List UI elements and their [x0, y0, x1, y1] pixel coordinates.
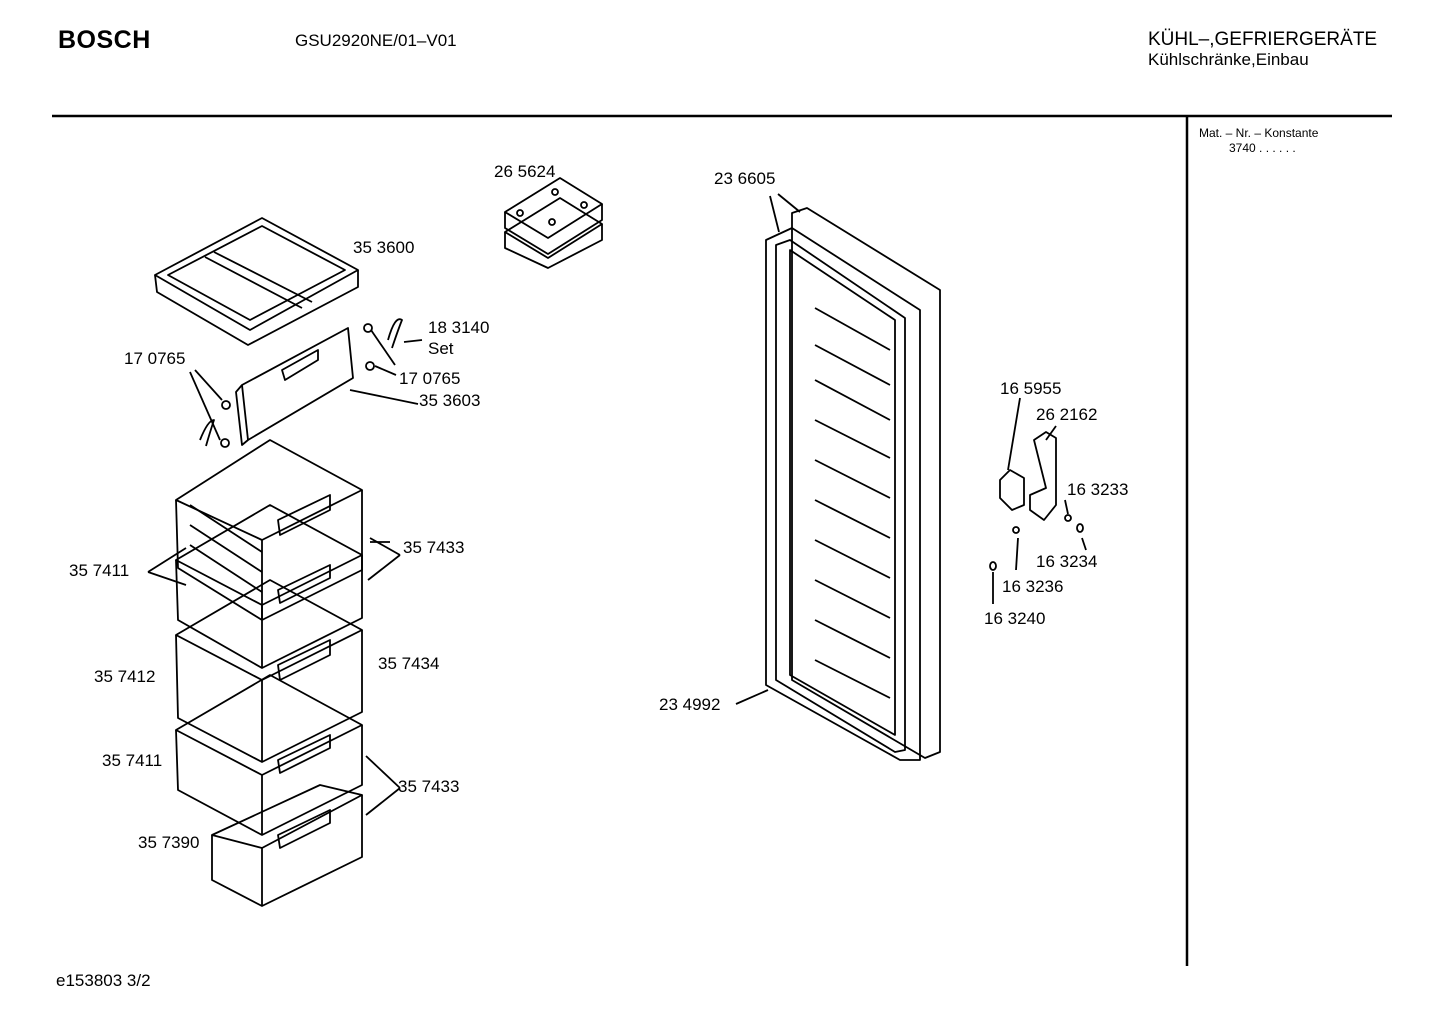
- category-title: KÜHL–,GEFRIERGERÄTE: [1148, 29, 1378, 50]
- part-label-set: Set: [428, 339, 454, 358]
- basket-large-drawing: [175, 579, 363, 763]
- material-number-label: Mat. – Nr. – Konstante: [1199, 126, 1319, 140]
- part-label-flap: 35 3603: [419, 391, 481, 410]
- brand-logo: BOSCH: [58, 26, 151, 54]
- part-label-basket-top: 35 7411: [69, 561, 130, 580]
- part-label-shelf: 35 3600: [353, 238, 415, 257]
- part-label-pin-left: 17 0765: [124, 349, 186, 368]
- basket-second-drawing: [175, 504, 363, 669]
- part-label-hinge: 16 5955: [1000, 379, 1062, 398]
- part-label-pin-right: 17 0765: [399, 369, 461, 388]
- door-drawing: [735, 193, 941, 761]
- bottom-drawer-drawing: [211, 784, 363, 907]
- part-label-basket-large: 35 7412: [94, 667, 156, 686]
- ice-pack-drawing: [504, 177, 603, 269]
- hinge-assembly-drawing: [989, 397, 1087, 604]
- part-label-basket-front-bottom: 35 7433: [398, 777, 460, 796]
- part-label-cap: 16 3240: [984, 609, 1046, 628]
- part-label-bushing: 16 3236: [1002, 577, 1064, 596]
- hinge-pins: [189, 318, 423, 448]
- part-label-screw: 16 3233: [1067, 480, 1129, 499]
- flap-drawing: [235, 327, 354, 446]
- part-label-gasket: 23 4992: [659, 695, 721, 714]
- part-label-basket-front-large: 35 7434: [378, 654, 440, 673]
- model-number: GSU2920NE/01–V01: [295, 31, 457, 50]
- diagram-reference: e153803 3/2: [56, 971, 151, 990]
- part-label-ice-pack: 26 5624: [494, 162, 556, 181]
- part-label-hinge-bracket: 26 2162: [1036, 405, 1098, 424]
- category-subtitle: Kühlschränke,Einbau: [1148, 50, 1309, 69]
- part-label-bottom-drawer: 35 7390: [138, 833, 200, 852]
- basket-third-drawing: [175, 674, 363, 836]
- part-label-clip: 18 3140: [428, 318, 490, 337]
- basket-leader-lines: [147, 537, 401, 816]
- part-label-door: 23 6605: [714, 169, 776, 188]
- part-label-basket-third: 35 7411: [102, 751, 163, 770]
- part-label-basket-front-top: 35 7433: [403, 538, 465, 557]
- basket-top-drawing: [175, 439, 363, 621]
- material-number-value: 3740 . . . . . .: [1229, 141, 1296, 155]
- shelf-drawing: [154, 217, 359, 346]
- part-label-washer: 16 3234: [1036, 552, 1098, 571]
